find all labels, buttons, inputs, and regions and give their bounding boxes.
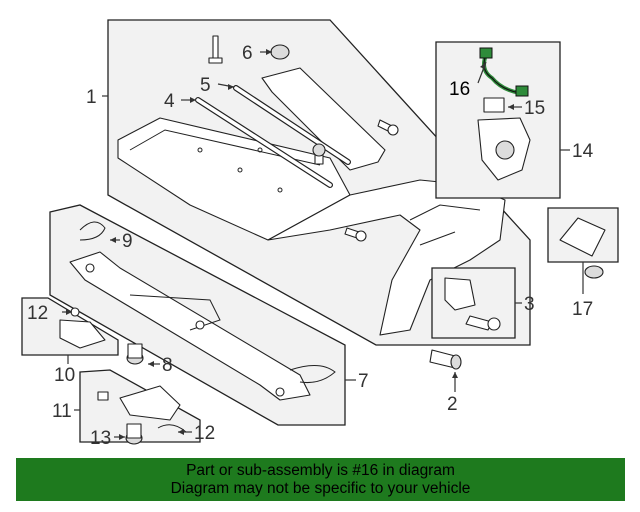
callout-9: 9 bbox=[122, 231, 133, 252]
callout-12b: 12 bbox=[194, 423, 215, 444]
callout-17: 17 bbox=[572, 299, 593, 320]
callout-10: 10 bbox=[54, 365, 75, 386]
callout-3: 3 bbox=[524, 294, 535, 315]
banner-line-2: Diagram may not be specific to your vehi… bbox=[170, 480, 471, 497]
part-linkage-arm bbox=[69, 251, 311, 401]
banner-line-1: Part or sub-assembly is #16 in diagram bbox=[186, 462, 455, 479]
callout-15: 15 bbox=[524, 98, 545, 119]
callout-14: 14 bbox=[572, 141, 594, 162]
callout-6: 6 bbox=[242, 43, 253, 64]
callout-16: 16 bbox=[449, 79, 470, 100]
callout-7: 7 bbox=[358, 371, 369, 392]
callout-8: 8 bbox=[162, 355, 173, 376]
callout-11: 11 bbox=[52, 401, 72, 422]
callout-4: 4 bbox=[164, 91, 175, 112]
part-top-bar bbox=[261, 67, 386, 171]
callout-12a: 12 bbox=[27, 303, 48, 324]
callout-1: 1 bbox=[86, 87, 97, 108]
callout-5: 5 bbox=[200, 75, 211, 96]
callout-13: 13 bbox=[90, 428, 111, 449]
callout-2: 2 bbox=[447, 394, 458, 415]
info-banner: Part or sub-assembly is #16 in diagram D… bbox=[16, 458, 625, 501]
parts-diagram: 1 4 5 6 9 12 10 8 11 13 12 7 16 15 14 3 … bbox=[21, 19, 619, 449]
